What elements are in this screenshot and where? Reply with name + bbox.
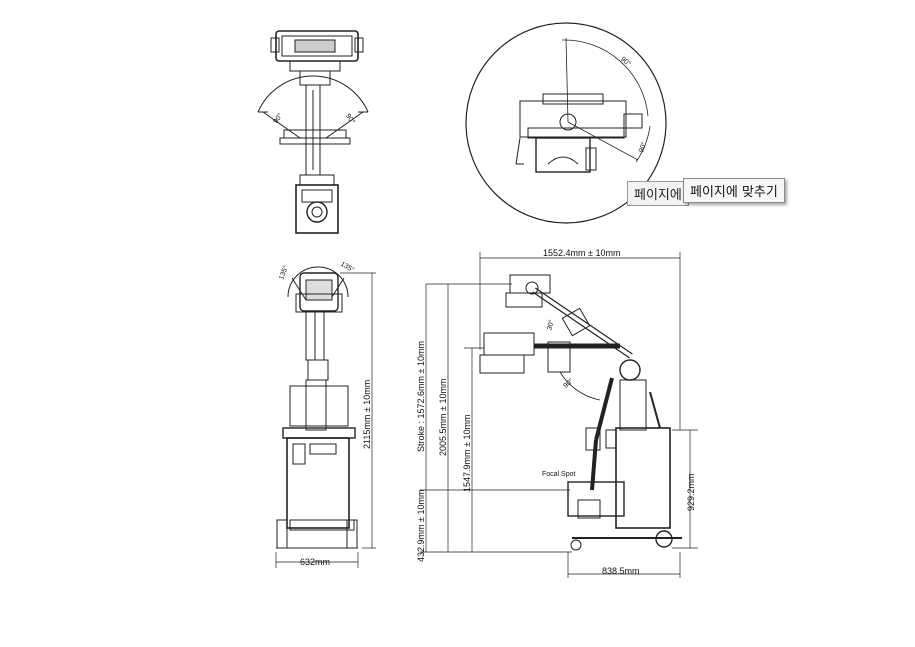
dim-stroke: Stroke : 1572.6mm ± 10mm <box>416 341 426 452</box>
front-view <box>275 266 376 568</box>
dim-height-b: 1547.9mm ± 10mm <box>462 415 472 492</box>
angle-circle-lower: 90° <box>637 141 648 154</box>
top-view <box>257 30 369 234</box>
dim-height-a: 2005.5mm ± 10mm <box>438 379 448 456</box>
side-view <box>420 252 698 578</box>
dim-base-height: 929.2mm <box>686 473 696 511</box>
circle-detail <box>465 22 667 224</box>
angle-front-left: 135° <box>277 264 290 281</box>
angle-arm-upper: 30° <box>545 319 556 331</box>
angle-top-left: 90° <box>272 112 285 125</box>
dim-side-width: 1552.4mm ± 10mm <box>543 248 620 258</box>
angle-front-right: 135° <box>339 260 356 274</box>
dim-front-height: 2115mm ± 10mm <box>362 380 372 449</box>
dim-low-height: 432.9mm ± 10mm <box>416 490 426 562</box>
angle-circle-upper: 90° <box>619 55 632 68</box>
fit-to-page-tooltip: 페이지에 맞추기 <box>683 178 785 203</box>
label-focal-spot: Focal Spot <box>542 471 576 478</box>
dim-base-length: 838.5mm <box>602 566 640 576</box>
dim-front-width: 632mm <box>300 557 330 567</box>
fit-to-page-tooltip-back: 페이지에 <box>627 181 689 206</box>
